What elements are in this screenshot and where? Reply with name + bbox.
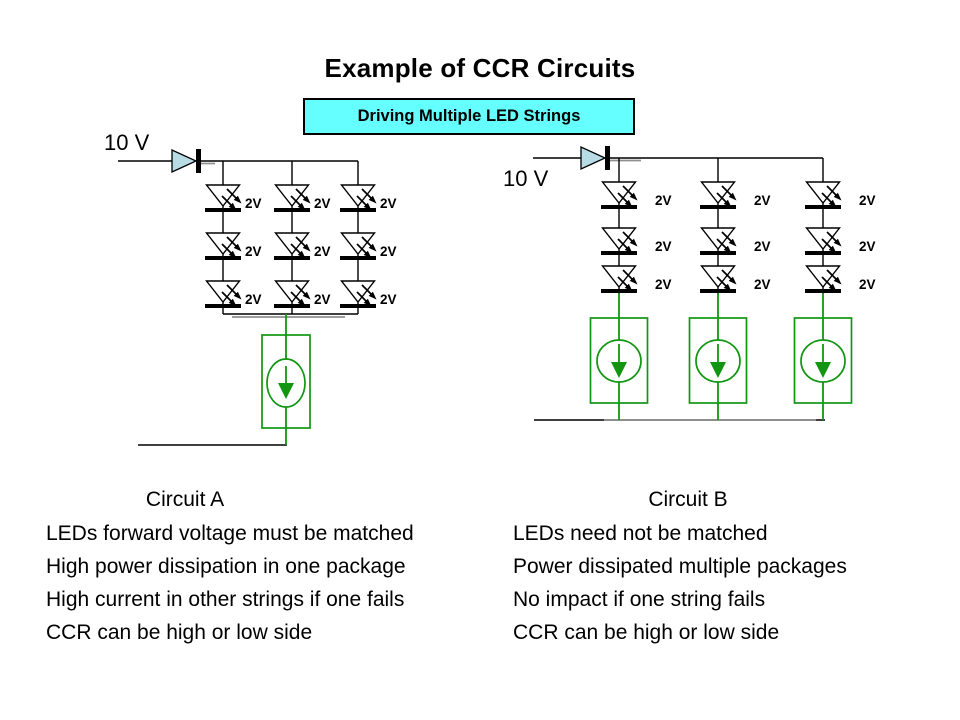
page-title: Example of CCR Circuits: [324, 53, 636, 83]
note-line: High current in other strings if one fai…: [46, 588, 405, 611]
led-voltage-label: 2V: [655, 277, 672, 292]
circuit-a-notes: LEDs forward voltage must be matched Hig…: [46, 517, 414, 649]
circuit-a-caption: Circuit A: [145, 488, 225, 511]
circuit-b-diagram: 10 V: [503, 145, 876, 421]
led-voltage-label: 2V: [314, 292, 331, 307]
circuit-b-wires: [533, 157, 825, 421]
led-voltage-label: 2V: [754, 277, 771, 292]
note-line: Power dissipated multiple packages: [513, 555, 847, 578]
led-voltage-label: 2V: [245, 292, 262, 307]
circuit-b-supply-label: 10 V: [503, 166, 549, 191]
led-voltage-label: 2V: [380, 244, 397, 259]
circuit-a-led-labels: 2V 2V 2V 2V 2V 2V 2V 2V 2V: [245, 196, 397, 307]
note-line: CCR can be high or low side: [513, 621, 780, 644]
circuit-b-notes: LEDs need not be matched Power dissipate…: [513, 517, 847, 649]
led-voltage-label: 2V: [754, 193, 771, 208]
note-line: LEDs need not be matched: [513, 522, 768, 545]
circuit-b-caption: Circuit B: [648, 488, 728, 511]
supply-diode-icon: [580, 145, 611, 171]
circuit-a-supply-label: 10 V: [104, 130, 150, 155]
circuit-b-leds: [600, 181, 843, 294]
led-voltage-label: 2V: [314, 196, 331, 211]
circuit-a-diagram: 10 V: [104, 130, 397, 446]
note-line: LEDs forward voltage must be matched: [46, 522, 414, 545]
circuit-a-leds: [204, 184, 378, 309]
banner-label: Driving Multiple LED Strings: [357, 107, 581, 125]
note-line: CCR can be high or low side: [46, 621, 313, 644]
led-voltage-label: 2V: [380, 196, 397, 211]
led-voltage-label: 2V: [859, 193, 876, 208]
note-line: No impact if one string fails: [513, 588, 766, 611]
led-voltage-label: 2V: [859, 239, 876, 254]
circuit-diagrams: 10 V: [104, 130, 876, 446]
led-voltage-label: 2V: [245, 244, 262, 259]
led-voltage-label: 2V: [380, 292, 397, 307]
led-voltage-label: 2V: [245, 196, 262, 211]
led-voltage-label: 2V: [655, 193, 672, 208]
led-voltage-label: 2V: [655, 239, 672, 254]
note-line: High power dissipation in one package: [46, 555, 406, 578]
led-voltage-label: 2V: [859, 277, 876, 292]
banner-box: Driving Multiple LED Strings: [303, 98, 635, 135]
supply-diode-icon: [171, 148, 202, 174]
led-voltage-label: 2V: [314, 244, 331, 259]
led-voltage-label: 2V: [754, 239, 771, 254]
circuit-b-led-labels: 2V 2V 2V 2V 2V 2V 2V 2V 2V: [655, 193, 876, 292]
